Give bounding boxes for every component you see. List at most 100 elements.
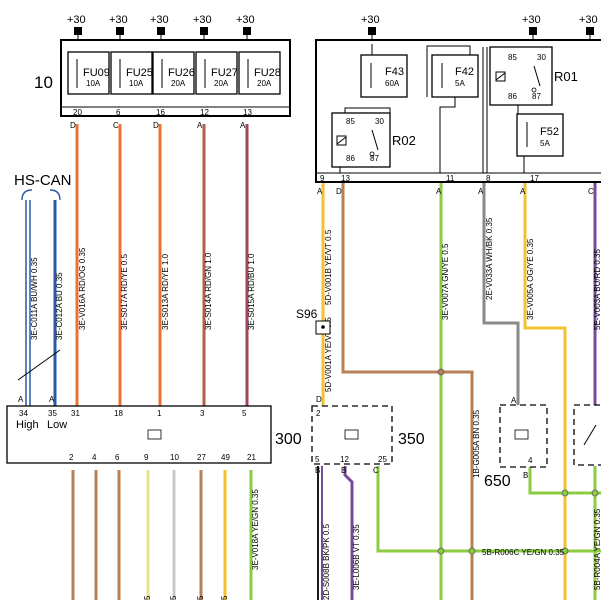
relay-pin-label: 85 xyxy=(508,53,517,62)
fusebox-conn: C xyxy=(588,187,594,196)
module-650[interactable]: 650 A 4 B xyxy=(484,396,548,490)
module-pin: 6 xyxy=(115,453,120,462)
relay-r02[interactable]: 85 30 86 87 R02 xyxy=(331,112,416,168)
fuse-conn: A xyxy=(240,121,246,130)
fuse-f52-label: F52 xyxy=(540,126,559,138)
supply-label: +30 xyxy=(522,14,541,26)
wire-d-brown xyxy=(341,183,474,600)
supply-terminal-icon xyxy=(157,27,165,35)
module-350-number: 350 xyxy=(398,431,425,448)
junction-dot xyxy=(561,547,569,555)
wire-label-s008: 2D-S008B BK/PK 0.5 xyxy=(322,523,331,600)
fuse-f43-label: F43 xyxy=(385,66,404,78)
wire-label-s017: 3E-S017A RD/YE 0.5 xyxy=(120,253,129,330)
module-650-box xyxy=(499,404,548,468)
internal-link xyxy=(344,107,391,113)
module-partial-box xyxy=(573,404,601,466)
fuse-label: FU26 xyxy=(168,67,195,79)
fusebox-left: 10 FU0910A20DFU2510A6CFU2620A16DFU2720A1… xyxy=(34,39,291,130)
wire-v033[interactable] xyxy=(482,183,520,405)
wires xyxy=(25,124,601,600)
wire-label-l006: 3E-L006B VT 0.35 xyxy=(352,524,361,590)
fuse-label: FU25 xyxy=(126,67,153,79)
edge-label: 5 xyxy=(169,595,178,600)
relay-pin-label: 85 xyxy=(346,117,355,126)
fuse-f43[interactable]: F43 60A xyxy=(360,54,408,98)
edge-labels: 5 5 5 5 xyxy=(143,595,229,600)
fuse-f42[interactable]: F42 5A xyxy=(431,54,479,98)
fusebox-conn: D xyxy=(336,187,342,196)
relay-r01-label: R01 xyxy=(554,69,578,84)
relay-contact xyxy=(369,151,375,157)
edge-label: 5 xyxy=(143,595,152,600)
conn-label: A xyxy=(18,395,24,404)
supply-terminal-icon xyxy=(529,27,537,35)
fuse-conn: D xyxy=(70,121,76,130)
wire-v005[interactable] xyxy=(523,183,567,600)
fuse-label: FU27 xyxy=(211,67,238,79)
fuse-pin: 6 xyxy=(116,108,121,117)
wire-r006[interactable] xyxy=(376,466,601,553)
fuse-box xyxy=(195,51,238,95)
relay-pin-label: 86 xyxy=(346,154,355,163)
conn-label: D xyxy=(316,395,322,404)
fuse-f52[interactable]: F52 5A xyxy=(516,113,564,157)
fusebox-pin: 8 xyxy=(486,174,491,183)
wire-label-v005: 3E-V005A OG/YE 0.35 xyxy=(526,238,535,320)
fuse-pin: 12 xyxy=(200,108,209,117)
module-350[interactable]: 350 2 D 5 12 25 B B C xyxy=(311,395,425,475)
fuse-f42-label: F42 xyxy=(455,66,474,78)
wire-label-v003: 5E-V003A BU/RD 0.35 xyxy=(593,249,601,330)
relay-pin-label: 86 xyxy=(508,92,517,101)
module-pin: 34 xyxy=(19,409,28,418)
relay-pin-label: 87 xyxy=(370,154,379,163)
relay-r01[interactable]: 85 30 86 87 R01 xyxy=(489,46,578,106)
relay-r02-box xyxy=(331,112,391,168)
module-pin: 35 xyxy=(48,409,57,418)
splice-label: S96 xyxy=(296,307,318,321)
junction-dot xyxy=(561,489,569,497)
fusebox-conn: A xyxy=(520,187,526,196)
module-650-number: 650 xyxy=(484,473,511,490)
twist-brace-left xyxy=(21,189,33,201)
module-300-number: 300 xyxy=(275,431,302,448)
internal-link xyxy=(439,97,456,173)
splice-s96[interactable]: S96 xyxy=(296,307,331,335)
relay-coil-slash xyxy=(336,136,347,145)
low-label: Low xyxy=(47,419,67,431)
fuse-f52-rating: 5A xyxy=(540,139,550,148)
supply-label: +30 xyxy=(579,14,598,26)
fuse-conn: C xyxy=(113,121,119,130)
fusebox-left-frame xyxy=(60,39,291,117)
supply-terminal-icon xyxy=(243,27,251,35)
module-pin: 10 xyxy=(170,453,179,462)
twist-line xyxy=(17,349,61,381)
fuse-rating: 10A xyxy=(129,79,144,88)
fuse-f52-box xyxy=(516,113,564,157)
wire-label-v007: 3E-V007A GN/YE 0.5 xyxy=(441,243,450,320)
fuse-box xyxy=(238,51,281,95)
fuse-rating: 20A xyxy=(214,79,229,88)
module-pin: 18 xyxy=(114,409,123,418)
wire-label-g005: 1B-G005A BN 0.35 xyxy=(472,409,481,478)
module-pin: 5 xyxy=(242,409,247,418)
pin-label: 5 xyxy=(315,455,320,464)
wire-l006[interactable] xyxy=(343,466,354,600)
pin-label: 2 xyxy=(316,409,321,418)
fusebox-pin: 9 xyxy=(320,174,325,183)
can-twist xyxy=(17,189,61,381)
supply-label: +30 xyxy=(150,14,169,26)
fuse-conn: A xyxy=(197,121,203,130)
supply-label: +30 xyxy=(67,14,86,26)
supply-terminal-icon xyxy=(368,27,376,35)
wire-r004[interactable] xyxy=(528,466,601,495)
fuse-f43-rating: 60A xyxy=(385,79,400,88)
fusebox-right-frame xyxy=(315,39,601,183)
wire-label-s013: 3E-S013A RD/YE 1.0 xyxy=(161,253,170,330)
